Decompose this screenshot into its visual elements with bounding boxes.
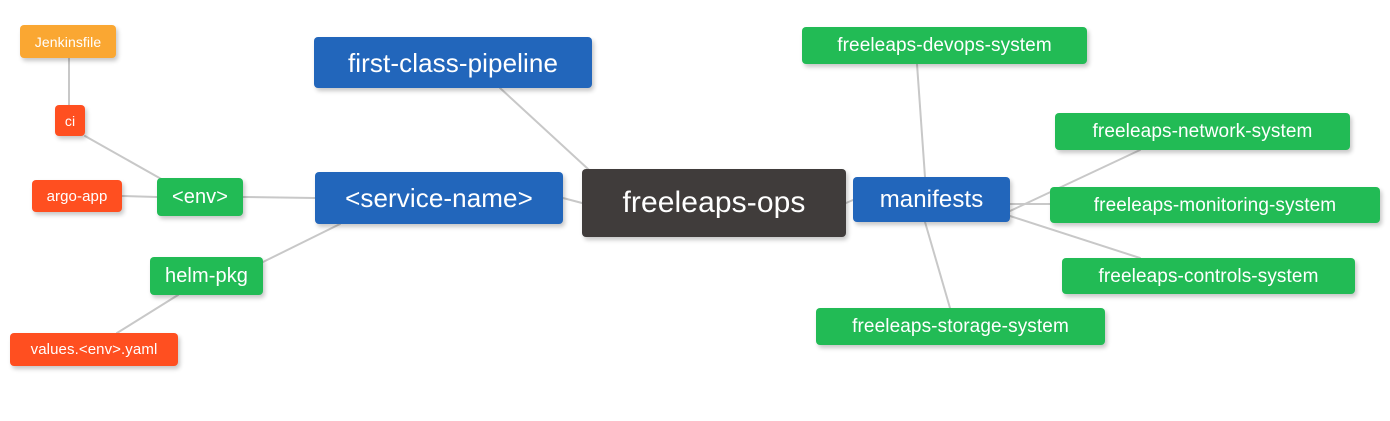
node-service-name[interactable]: <service-name>	[315, 172, 563, 224]
node-label: values.<env>.yaml	[30, 341, 158, 358]
node-ci[interactable]: ci	[55, 105, 85, 136]
node-label: argo-app	[46, 187, 108, 205]
edge-service-name-to-env	[242, 196, 316, 199]
node-label: freeleaps-devops-system	[837, 35, 1052, 56]
node-label: <service-name>	[345, 183, 533, 213]
edge-manifests-to-freeleaps-devops-system	[916, 63, 926, 178]
node-label: <env>	[171, 186, 229, 208]
node-label: freeleaps-network-system	[1092, 121, 1313, 142]
node-label: Jenkinsfile	[34, 33, 102, 50]
edge-service-name-to-helm-pkg	[262, 223, 341, 263]
node-first-class-pipeline[interactable]: first-class-pipeline	[314, 37, 592, 88]
node-label: ci	[64, 112, 76, 129]
node-label: helm-pkg	[164, 265, 249, 287]
node-label: freeleaps-monitoring-system	[1093, 194, 1337, 216]
node-freeleaps-monitoring-system[interactable]: freeleaps-monitoring-system	[1050, 187, 1380, 223]
node-freeleaps-controls-system[interactable]: freeleaps-controls-system	[1062, 258, 1355, 294]
node-label: manifests	[879, 185, 984, 213]
node-manifests[interactable]: manifests	[853, 177, 1010, 222]
node-freeleaps-storage-system[interactable]: freeleaps-storage-system	[816, 308, 1105, 345]
edge-freeleaps-ops-to-service-name	[562, 197, 583, 204]
node-label: freeleaps-controls-system	[1098, 265, 1319, 287]
edge-manifests-to-freeleaps-storage-system	[924, 221, 951, 309]
edge-env-to-argo-app	[121, 195, 158, 198]
edge-freeleaps-ops-to-first-class-pipeline	[499, 87, 601, 181]
node-values-yaml[interactable]: values.<env>.yaml	[10, 333, 178, 366]
node-label: freeleaps-storage-system	[852, 316, 1069, 337]
edge-freeleaps-ops-to-manifests	[845, 199, 854, 204]
edge-helm-pkg-to-values-yaml	[116, 294, 179, 334]
node-freeleaps-network-system[interactable]: freeleaps-network-system	[1055, 113, 1350, 150]
node-jenkinsfile[interactable]: Jenkinsfile	[20, 25, 116, 58]
node-label: freeleaps-ops	[622, 186, 806, 219]
node-argo-app[interactable]: argo-app	[32, 180, 122, 212]
node-env[interactable]: <env>	[157, 178, 243, 216]
node-freeleaps-ops[interactable]: freeleaps-ops	[582, 169, 846, 237]
node-label: first-class-pipeline	[347, 47, 559, 78]
edge-env-to-ci	[84, 135, 164, 181]
node-helm-pkg[interactable]: helm-pkg	[150, 257, 263, 295]
node-freeleaps-devops-system[interactable]: freeleaps-devops-system	[802, 27, 1087, 64]
